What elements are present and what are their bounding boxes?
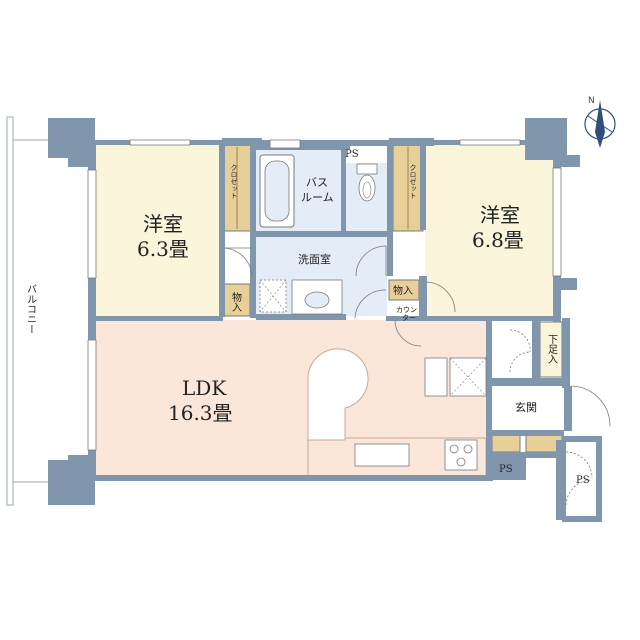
north-compass-icon: N	[584, 96, 616, 148]
kitchen-storage-space	[449, 357, 487, 397]
ldk-name: LDK	[182, 376, 227, 400]
washing-machine-space	[259, 279, 287, 313]
closet-1-label: クロゼット	[230, 164, 238, 199]
shoe-cabinet-label: 下足入	[546, 334, 558, 364]
ps-right-label: PS	[576, 475, 590, 486]
closet-2: クロゼット	[392, 144, 424, 232]
toilet-icon	[356, 163, 378, 202]
western-room-1-floor	[95, 142, 222, 317]
washroom-label: 洗面室	[298, 252, 331, 266]
counter-label-line2: ター	[402, 313, 416, 322]
doors	[224, 245, 611, 506]
refrigerator-space	[424, 357, 448, 397]
storage-1: 物入	[223, 283, 251, 317]
ps-mid-label: PS	[499, 464, 513, 475]
storage-2: 物入	[388, 279, 420, 301]
western-room-1-name: 洋室	[143, 212, 183, 236]
balcony-rail	[6, 116, 14, 506]
kitchen-island	[307, 348, 369, 441]
western-room-2-name: 洋室	[480, 203, 520, 227]
windows	[87, 139, 562, 451]
sink-icon	[291, 279, 343, 315]
storage-1-label: 物入	[230, 291, 242, 312]
compass-label: N	[588, 96, 595, 106]
storage-1-box	[223, 283, 251, 317]
bath-label-line1: バス	[306, 176, 328, 189]
kitchen-sink-icon	[354, 443, 410, 467]
entrance-storage	[491, 431, 563, 453]
western-room-1-size: 6.3畳	[137, 237, 189, 261]
closet-1: クロゼット	[221, 144, 253, 232]
western-room-2-size: 6.8畳	[472, 228, 524, 252]
bath-label-line2: ルーム	[301, 191, 334, 204]
storage-2-label: 物入	[393, 284, 413, 297]
balcony-label: バルコニー	[25, 284, 37, 334]
bath-label: バス ルーム	[301, 176, 334, 204]
ps-top-label: PS	[345, 149, 359, 160]
balcony-area: バルコニー	[6, 116, 50, 506]
stove-icon	[444, 439, 478, 471]
closet-2-label: クロゼット	[409, 164, 417, 199]
counter-label-line1: カウン	[396, 306, 417, 314]
ldk-size: 16.3畳	[168, 401, 233, 425]
western-room-2-floor	[425, 142, 553, 317]
entrance-label: 玄関	[515, 400, 537, 414]
entrance-floor	[490, 386, 563, 430]
walls	[48, 118, 602, 522]
counter: カウン ター	[396, 306, 417, 322]
bathtub-icon	[259, 154, 295, 228]
